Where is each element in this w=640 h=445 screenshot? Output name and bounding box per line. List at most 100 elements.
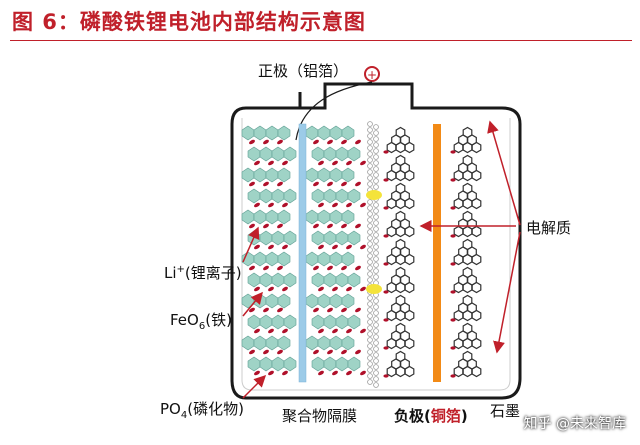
lithium-ion-dot	[341, 181, 347, 187]
separator-pore	[373, 178, 379, 184]
crystal-cell	[335, 314, 349, 330]
graphite-hexagon	[395, 281, 406, 294]
graphite-hexagon	[453, 337, 464, 350]
lithium-ion-dot	[332, 202, 338, 208]
crystal-cell	[317, 209, 331, 225]
lithium-ion-dot	[355, 139, 361, 145]
graphite-hexagon	[462, 197, 473, 210]
graphite-hexagon	[453, 169, 464, 182]
po-arrow	[242, 374, 267, 399]
crystal-cell	[305, 167, 319, 183]
crystal-cell	[323, 146, 337, 162]
lithium-ion-dot	[327, 265, 333, 271]
crystal-cell	[347, 272, 361, 288]
separator-pore	[367, 139, 373, 145]
lithium-ion-dot	[263, 349, 269, 355]
crystal-cell	[265, 251, 279, 267]
graphite-hexagon	[395, 309, 406, 322]
graphite-hexagon	[395, 210, 406, 223]
graphite-hexagon	[404, 197, 415, 210]
po-label: PO4(磷化物)	[160, 398, 244, 421]
crystal-cell	[335, 356, 349, 372]
graphite-hexagon	[395, 350, 406, 363]
separator-pore	[373, 148, 379, 154]
graphite-hexagon	[404, 141, 415, 154]
intercalated-li-dot	[383, 290, 389, 294]
crystal-cell	[277, 167, 291, 183]
lithium-ion-dot	[282, 328, 288, 334]
crystal-cell	[329, 293, 343, 309]
separator-pore	[373, 352, 379, 358]
crystal-cell	[341, 209, 355, 225]
lithium-ion-dot	[318, 202, 324, 208]
crystal-cell	[277, 251, 291, 267]
graphite-hexagon	[386, 141, 397, 154]
separator-pore	[367, 331, 373, 337]
separator-pore	[373, 382, 379, 388]
separator-pore	[373, 232, 379, 238]
crystal-cell	[335, 188, 349, 204]
graphite-hexagon	[395, 322, 406, 335]
intercalated-li-dot	[383, 374, 389, 378]
separator-pore	[367, 145, 373, 151]
graphite-hexagon	[386, 253, 397, 266]
crystal-cell	[329, 209, 343, 225]
copper-foil-current-collector	[433, 124, 441, 382]
separator-pore	[367, 361, 373, 367]
lithium-ion-dot	[249, 139, 255, 145]
crystal-cell	[317, 251, 331, 267]
crystal-cell	[283, 272, 297, 288]
separator-pore	[373, 316, 379, 322]
lithium-ion-dot	[313, 349, 319, 355]
crystal-cell	[259, 188, 273, 204]
anode-label: 负极(铜箔)	[394, 405, 468, 426]
graphite-hexagon	[386, 365, 397, 378]
electrolyte-label: 电解质	[526, 219, 572, 237]
graphite-hexagon	[462, 365, 473, 378]
lithium-ion-dot	[268, 370, 274, 376]
crystal-cell	[341, 335, 355, 351]
separator-pore	[367, 181, 373, 187]
graphite-hexagon	[462, 141, 473, 154]
graphite-hexagon	[395, 253, 406, 266]
crystal-cell	[271, 272, 285, 288]
graphite-hexagon	[453, 281, 464, 294]
lithium-ion-dot	[282, 202, 288, 208]
separator-pore	[373, 268, 379, 274]
graphite-hexagon	[462, 182, 473, 195]
separator-pore	[367, 271, 373, 277]
graphite-hexagon	[404, 253, 415, 266]
intercalated-li-dot	[383, 346, 389, 350]
crystal-cell	[259, 314, 273, 330]
lithium-ion-dot	[346, 370, 352, 376]
lithium-ion-dot	[360, 370, 366, 376]
crystal-cell	[259, 272, 273, 288]
crystal-cell	[311, 314, 325, 330]
separator-pore	[367, 127, 373, 133]
crystal-cell	[347, 356, 361, 372]
lithium-ion-dot	[332, 286, 338, 292]
lithium-ion-dot	[268, 244, 274, 250]
lithium-ion-dot	[282, 370, 288, 376]
feo-name: (铁)	[205, 311, 232, 329]
lithium-ion-dot	[346, 202, 352, 208]
lithium-ion-dot	[318, 244, 324, 250]
lithium-ion-dot	[355, 307, 361, 313]
graphite-hexagon	[462, 309, 473, 322]
lithium-ion-dot	[268, 160, 274, 166]
graphite-hexagon	[404, 281, 415, 294]
intercalated-li-dot	[450, 290, 456, 294]
separator-pore	[373, 262, 379, 268]
separator-pore	[367, 349, 373, 355]
crystal-cell	[317, 335, 331, 351]
graphite-hexagon	[404, 337, 415, 350]
graphite-hexagon	[453, 309, 464, 322]
separator-pore	[373, 202, 379, 208]
graphite-hexagon	[453, 197, 464, 210]
electrolyte-arrow-3	[493, 231, 521, 354]
intercalated-li-dot	[383, 318, 389, 322]
crystal-cell	[271, 188, 285, 204]
graphite-hexagon	[386, 281, 397, 294]
li-ion-symbol: Li	[164, 264, 177, 282]
